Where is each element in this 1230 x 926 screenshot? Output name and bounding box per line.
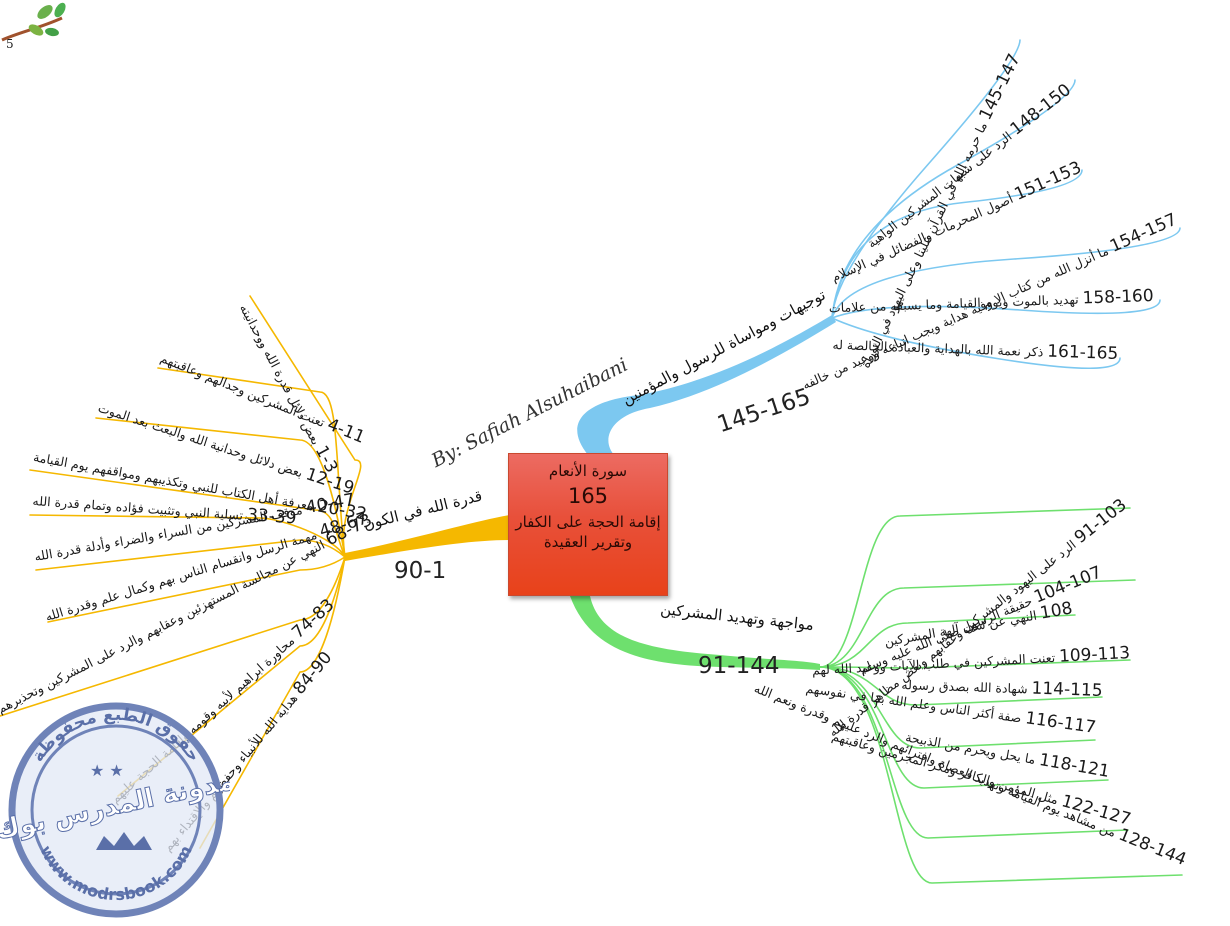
central-topic-subtitle-line1: إقامة الحجة على الكفار [515,513,661,531]
branch-leaf-logo [0,0,80,59]
central-topic-node[interactable]: سورة الأنعام 165 إقامة الحجة على الكفار … [508,453,668,596]
leaf-branch-icon [1,2,66,42]
top-right-leaf-connector [831,169,1083,319]
top-right-leaf-connector [831,227,1181,319]
central-topic-verse-count: 165 [567,484,609,508]
bottom-right-leaf-connector [819,666,1096,749]
left-leaf-connector [157,367,346,558]
leaf-verse-range: 161-165 [1046,341,1119,364]
left-leaf-connector [95,417,346,558]
left-leaf-connector [199,556,346,849]
leaf-verse-range: 158-160 [1082,286,1155,309]
bottom-right-leaf-connector [819,659,1131,669]
left-leaf-connector [29,514,346,558]
left-leaf-connector [117,556,346,797]
bottom-right-trunk [570,596,820,670]
top-right-leaf-connector [831,39,1021,319]
watermark-stamp: حقوق الطبع محفوظة www.modrsbook.com مدون… [0,690,238,926]
left-leaf-connector [0,556,346,717]
leaf-topic: شهادة الله بصدق رسوله [900,676,1028,697]
bottom-right-leaf-connector [819,507,1131,668]
top-right-leaf-connector [831,317,1121,370]
stamp-seal-icon: حقوق الطبع محفوظة www.modrsbook.com مدون… [0,702,238,918]
bottom-right-leaf-connector [819,666,1183,884]
bottom-right-leaf-connector [819,666,1109,789]
left-leaf-connector [35,539,346,571]
leaf-verse-range: 109-113 [1058,643,1131,667]
svg-text:★ ★: ★ ★ [90,761,124,780]
bottom-right-leaf-connector [819,666,1103,706]
page-number: 5 [6,37,14,51]
left-branch-range: 90-1 [394,558,447,584]
central-topic-title: سورة الأنعام [548,462,628,480]
bottom-right-branch-range: 91-144 [698,653,780,679]
left-leaf-connector [47,556,346,623]
bottom-right-leaf-connector [819,614,1076,668]
central-topic-subtitle-line2: وتقرير العقيدة [543,533,633,552]
leaf-verse-range: 114-115 [1030,678,1103,701]
top-right-leaf-connector [831,299,1161,319]
top-right-trunk [577,315,836,456]
left-leaf-connector [29,469,346,558]
bottom-right-leaf-connector [819,579,1136,668]
left-trunk [345,515,510,561]
